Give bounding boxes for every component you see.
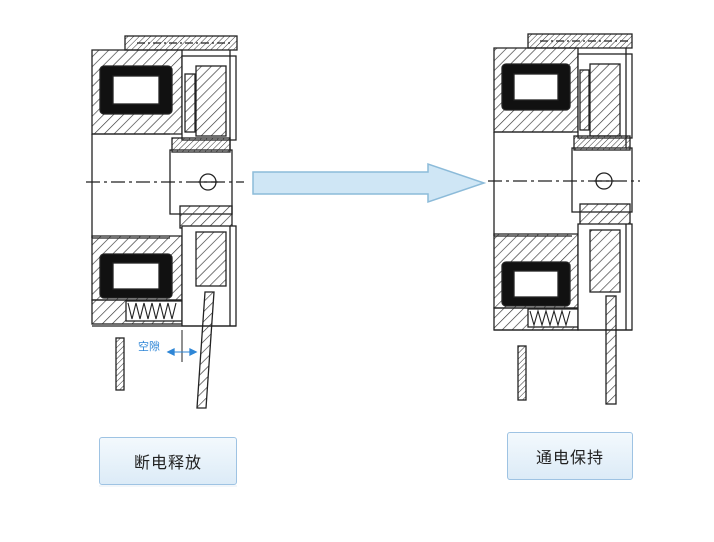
state-label-released-text: 断电释放 xyxy=(133,453,202,472)
flow-arrow-icon xyxy=(252,162,487,204)
friction-plate-tilted xyxy=(196,291,215,409)
state-label-held-text: 通电保持 xyxy=(535,448,604,467)
brake-released-section xyxy=(86,35,244,409)
friction-plate-straight xyxy=(605,295,617,405)
gap-label: 空隙 xyxy=(138,339,160,353)
state-label-released: 断电释放 xyxy=(99,437,237,485)
state-label-held: 通电保持 xyxy=(507,432,633,480)
hub xyxy=(571,147,633,213)
brake-held-section xyxy=(488,33,640,405)
